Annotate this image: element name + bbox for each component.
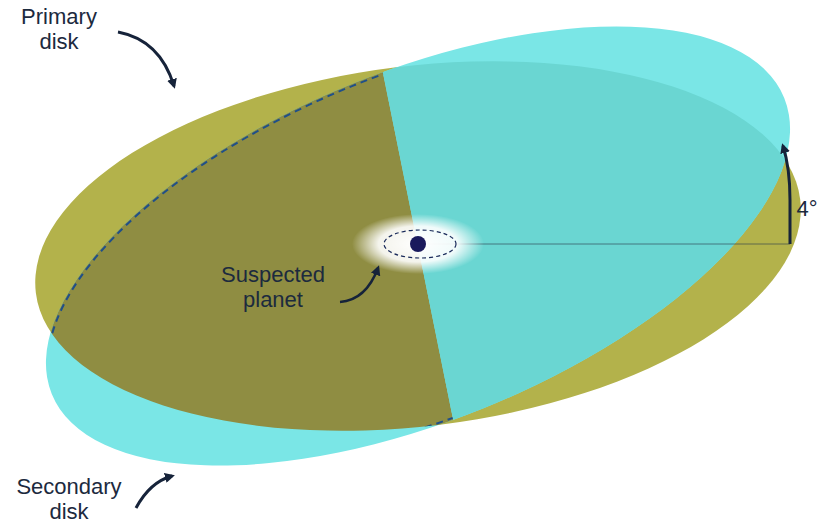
leader-arrow (136, 476, 172, 508)
disk-label-box: Primary disk (4, 4, 114, 54)
planet-label: Suspected planet (221, 262, 325, 312)
angle-arrow (783, 146, 790, 244)
disk-label: Secondary disk (16, 474, 121, 524)
disk-label: Primary disk (21, 4, 97, 54)
planet-orbit (384, 230, 456, 258)
leader-arrow (340, 268, 378, 302)
planet-dot (410, 236, 426, 252)
planet-label-box: Suspected planet (212, 262, 334, 312)
angle-label: 4° (796, 196, 817, 221)
disk-label-box: Secondary disk (4, 474, 134, 524)
leader-arrow (118, 32, 174, 86)
angle-label-box: 4° (794, 196, 820, 221)
planet-glow (352, 214, 484, 274)
